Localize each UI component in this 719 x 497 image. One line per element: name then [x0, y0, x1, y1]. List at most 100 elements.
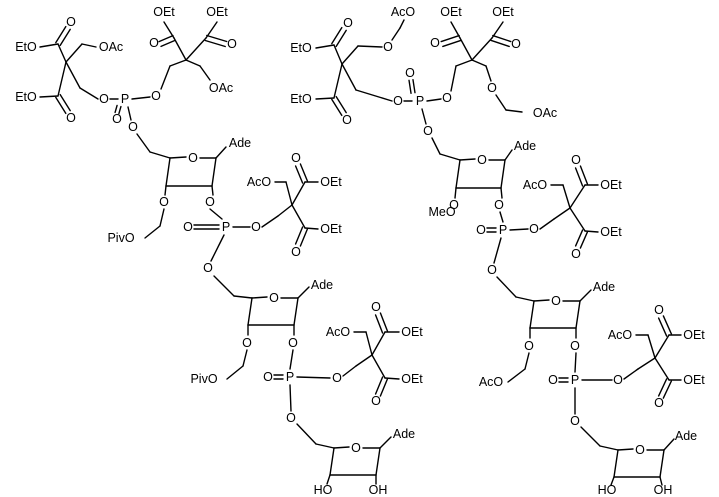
- bond-line: [659, 476, 663, 486]
- bond-line: [613, 449, 619, 478]
- oxygen-atom: O: [112, 112, 122, 126]
- bond-line: [529, 300, 535, 329]
- hydroxyl-group: OH: [369, 483, 388, 497]
- ethoxy-group: OEt: [153, 5, 175, 19]
- bond-line: [59, 93, 71, 112]
- bond-line: [579, 165, 589, 185]
- carbonyl-oxygen: O: [291, 151, 301, 165]
- bond-line: [454, 187, 457, 199]
- hydroxyl-group: HO: [314, 483, 333, 497]
- bond-line: [158, 34, 174, 43]
- bond-line: [637, 357, 656, 370]
- carbonyl-oxygen: O: [227, 37, 237, 51]
- bond-line: [185, 59, 201, 67]
- bond-line: [169, 59, 187, 67]
- ring-oxygen: O: [551, 294, 561, 308]
- bond-line: [371, 331, 386, 356]
- bond-line: [114, 104, 118, 114]
- bond-line: [127, 106, 132, 121]
- bond-line: [185, 37, 207, 61]
- bond-line: [331, 98, 343, 117]
- bond-line: [431, 137, 441, 155]
- acetoxy-group: OAc: [209, 81, 233, 95]
- bond-line: [335, 95, 347, 114]
- ethoxy-group: OEt: [440, 5, 462, 19]
- hydroxyl-group: OH: [654, 483, 673, 497]
- carbonyl-oxygen: O: [66, 111, 76, 125]
- ethoxy-group: OEt: [206, 5, 228, 19]
- oxygen-atom: O: [203, 261, 213, 275]
- bond-line: [335, 29, 347, 48]
- bond-line: [524, 352, 530, 370]
- carbonyl-oxygen: O: [511, 37, 521, 51]
- bond-line: [569, 207, 586, 232]
- bond-line: [160, 39, 176, 48]
- phosphorus-atom: P: [222, 220, 230, 234]
- bond-line: [442, 39, 462, 48]
- bond-line: [663, 438, 675, 451]
- oxygen-atom: O: [159, 195, 169, 209]
- oxygen-atom: O: [529, 222, 539, 236]
- bond-line: [333, 44, 343, 65]
- bond-line: [215, 146, 227, 159]
- hydroxyl-group: HO: [598, 483, 617, 497]
- methoxy-group: MeO: [428, 205, 455, 219]
- bond-line: [211, 185, 214, 196]
- bond-line: [65, 43, 83, 63]
- acetoxy-group: AcO: [523, 178, 548, 192]
- bond-line: [384, 377, 400, 380]
- bond-line: [623, 368, 639, 380]
- bond-line: [209, 208, 223, 220]
- oxygen-atom: O: [487, 81, 497, 95]
- carbonyl-oxygen: O: [343, 16, 353, 30]
- bond-line: [333, 446, 350, 449]
- bond-line: [505, 109, 523, 113]
- bond-line: [331, 26, 343, 45]
- oxygen-atom: O: [205, 195, 215, 209]
- bond-line: [374, 376, 384, 395]
- bond-line: [294, 165, 304, 184]
- oxygen-atom: O: [476, 223, 486, 237]
- bond-line: [504, 149, 513, 161]
- bond-line: [515, 296, 535, 302]
- bond-line: [584, 230, 599, 233]
- bond-line: [662, 315, 673, 335]
- bond-line: [211, 157, 217, 187]
- bond-line: [647, 334, 656, 359]
- bond-line: [39, 43, 59, 48]
- bond-line: [610, 476, 615, 486]
- carbonyl-oxygen: O: [149, 36, 159, 50]
- acetoxy-group: OAc: [533, 106, 557, 120]
- carbonyl-oxygen: O: [654, 303, 664, 317]
- oxygen-atom: O: [383, 40, 393, 54]
- oxygen-atom: O: [423, 124, 433, 138]
- bond-line: [55, 25, 67, 44]
- oxygen-atom: O: [99, 92, 109, 106]
- adenine-base: Ade: [593, 280, 615, 294]
- bond-line: [355, 354, 373, 367]
- ethoxy-group: EtO: [15, 90, 37, 104]
- bond-line: [261, 215, 279, 228]
- bond-line: [412, 78, 416, 94]
- adenine-base: Ade: [229, 136, 251, 150]
- bond-line: [199, 65, 211, 81]
- bond-line: [499, 211, 504, 223]
- oxygen-atom: O: [449, 198, 459, 212]
- oxygen-atom: O: [494, 198, 504, 212]
- ethoxy-group: OEt: [600, 178, 622, 192]
- adenine-base: Ade: [311, 278, 333, 292]
- bond-line: [149, 151, 171, 159]
- pivaloyloxy-group: PivO: [107, 231, 134, 245]
- bond-line: [471, 59, 487, 67]
- ethoxy-group: OEt: [320, 175, 342, 189]
- bond-line: [329, 447, 335, 476]
- bond-line: [299, 163, 309, 182]
- bond-line: [662, 380, 673, 399]
- bond-line: [495, 94, 507, 111]
- carbonyl-oxygen: O: [371, 394, 381, 408]
- bond-line: [617, 448, 634, 451]
- bond-line: [160, 65, 171, 90]
- ethoxy-group: OEt: [683, 328, 705, 342]
